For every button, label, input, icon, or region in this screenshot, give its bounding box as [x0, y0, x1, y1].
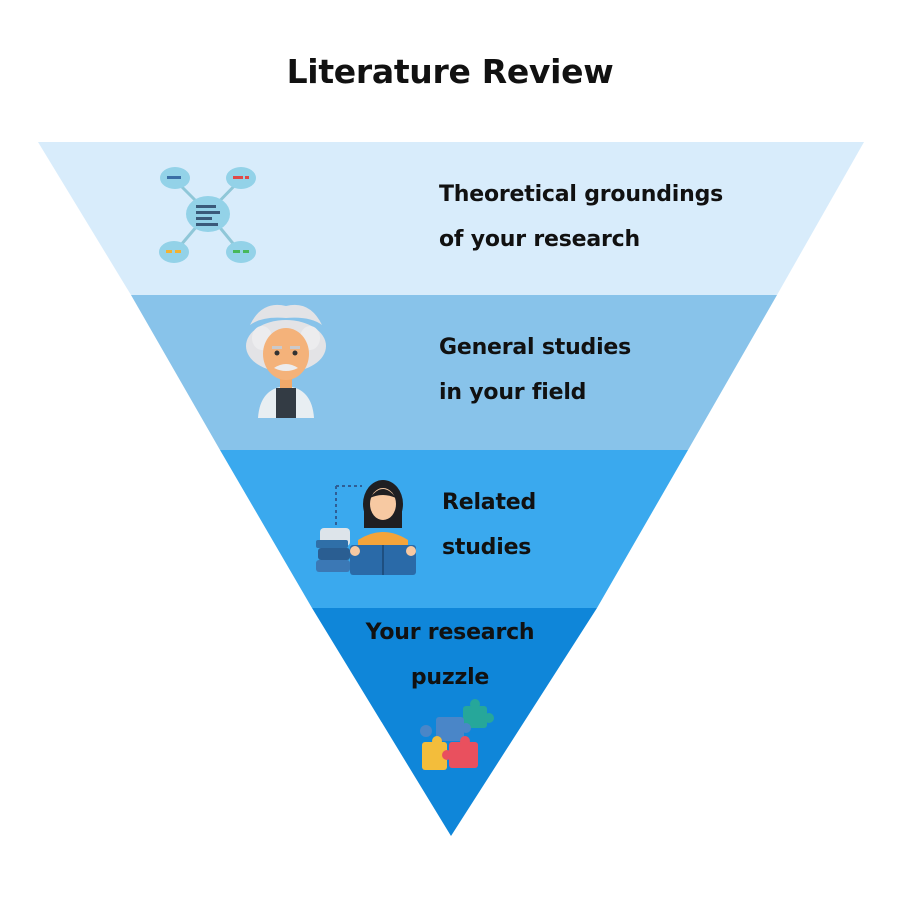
reading-student-icon [316, 480, 416, 575]
level-2-label: General studies in your field [439, 325, 631, 415]
level-4-label: Your research puzzle [340, 610, 560, 700]
level-4-line-1: Your research [365, 620, 535, 645]
level-1-label: Theoretical groundings of your research [439, 172, 723, 262]
level-1-line-2: of your research [439, 227, 640, 252]
level-2-line-2: in your field [439, 380, 587, 405]
level-1-line-1: Theoretical groundings [439, 182, 724, 207]
level-3-line-2: studies [442, 535, 532, 560]
level-3-label: Related studies [442, 480, 536, 570]
scientist-icon [246, 304, 326, 418]
level-4-line-2: puzzle [410, 665, 490, 690]
level-3-line-1: Related [442, 490, 537, 515]
mind-map-icon [159, 167, 256, 263]
diagram-title: Literature Review [286, 52, 614, 91]
level-2-line-1: General studies [439, 335, 632, 360]
puzzle-icon [420, 699, 494, 770]
